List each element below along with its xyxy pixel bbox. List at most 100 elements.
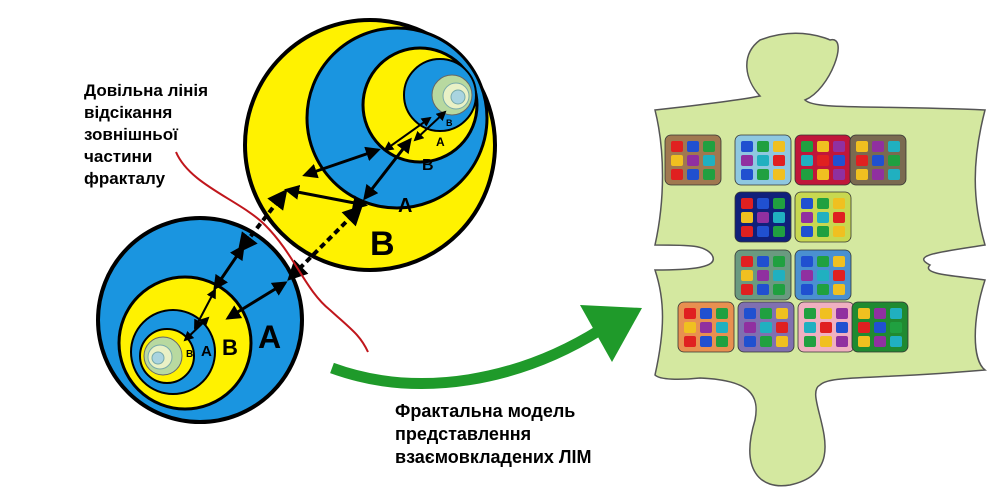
puzzle-subpiece xyxy=(744,336,756,347)
puzzle-subpiece xyxy=(741,284,753,295)
puzzle-subpiece xyxy=(716,336,728,347)
puzzle-subpiece xyxy=(776,308,788,319)
puzzle-subpiece xyxy=(874,336,886,347)
puzzle-subpiece xyxy=(833,155,845,166)
caption-line: взаємовкладених ЛІМ xyxy=(395,447,592,467)
green-arrow xyxy=(330,305,642,389)
puzzle-subpiece xyxy=(741,256,753,267)
puzzle-subpiece xyxy=(836,322,848,333)
puzzle-subpiece xyxy=(820,308,832,319)
puzzle-subpiece xyxy=(687,155,699,166)
puzzle-subpiece xyxy=(858,322,870,333)
puzzle-subpiece xyxy=(817,284,829,295)
puzzle-subpiece xyxy=(773,141,785,152)
caption-line: Фрактальна модель xyxy=(395,401,576,421)
caption-line: представлення xyxy=(395,424,532,444)
puzzle-model xyxy=(653,32,987,487)
puzzle-subpiece xyxy=(741,226,753,237)
puzzle-subpiece xyxy=(671,169,683,180)
label-b-small: B xyxy=(422,157,434,174)
puzzle-subpiece xyxy=(858,308,870,319)
swirl-icon xyxy=(431,74,473,116)
label-b-mid: B xyxy=(222,335,238,360)
puzzle-subpiece xyxy=(684,336,696,347)
caption-line: відсікання xyxy=(84,103,173,122)
puzzle-subpiece xyxy=(684,322,696,333)
puzzle-subpiece xyxy=(836,336,848,347)
puzzle-subpiece xyxy=(757,284,769,295)
puzzle-subpiece xyxy=(856,169,868,180)
puzzle-subpiece xyxy=(741,198,753,209)
puzzle-subpiece xyxy=(744,308,756,319)
puzzle-subpiece xyxy=(700,308,712,319)
cutoff-line-caption: Довільна лінія відсікання зовнішньої частин… xyxy=(84,80,208,190)
puzzle-subpiece xyxy=(741,212,753,223)
caption-line: Довільна лінія xyxy=(84,81,209,100)
puzzle-subpiece xyxy=(773,256,785,267)
puzzle-subpiece xyxy=(817,256,829,267)
lower-fractal: A B A B xyxy=(96,216,304,424)
puzzle-subpiece xyxy=(684,308,696,319)
puzzle-subpiece xyxy=(700,336,712,347)
puzzle-subpiece xyxy=(820,336,832,347)
puzzle-subpiece xyxy=(741,169,753,180)
puzzle-subpiece xyxy=(671,141,683,152)
puzzle-subpiece xyxy=(833,141,845,152)
puzzle-subpiece xyxy=(890,322,902,333)
puzzle-subpiece xyxy=(801,226,813,237)
puzzle-subpiece xyxy=(804,308,816,319)
puzzle-subpiece xyxy=(687,169,699,180)
puzzle-subpiece xyxy=(801,141,813,152)
puzzle-subpiece xyxy=(804,322,816,333)
swirl-icon xyxy=(143,336,183,376)
puzzle-subpiece xyxy=(801,284,813,295)
puzzle-subpiece xyxy=(874,308,886,319)
upper-fractal: B A B A B xyxy=(243,18,497,272)
puzzle-subpiece xyxy=(888,141,900,152)
puzzle-subpiece xyxy=(833,256,845,267)
puzzle-subpiece xyxy=(757,198,769,209)
puzzle-subpiece xyxy=(716,322,728,333)
puzzle-subpiece xyxy=(856,155,868,166)
puzzle-subpiece xyxy=(776,336,788,347)
puzzle-subpiece xyxy=(760,322,772,333)
puzzle-subpiece xyxy=(760,308,772,319)
puzzle-subpiece xyxy=(804,336,816,347)
label-a-big: A xyxy=(258,319,281,355)
puzzle-subpiece xyxy=(757,212,769,223)
puzzle-subpiece xyxy=(817,226,829,237)
puzzle-subpiece xyxy=(773,169,785,180)
puzzle-subpiece xyxy=(757,155,769,166)
puzzle-subpiece xyxy=(836,308,848,319)
puzzle-subpiece xyxy=(703,155,715,166)
puzzle-subpiece xyxy=(773,155,785,166)
label-b-tiny: B xyxy=(446,118,453,128)
puzzle-subpiece xyxy=(817,198,829,209)
caption-line: зовнішньої xyxy=(84,125,178,144)
puzzle-subpiece xyxy=(888,169,900,180)
puzzle-subpiece xyxy=(817,155,829,166)
puzzle-subpiece xyxy=(874,322,886,333)
puzzle-subpiece xyxy=(757,270,769,281)
puzzle-subpiece xyxy=(858,336,870,347)
puzzle-subpiece xyxy=(703,141,715,152)
puzzle-subpiece xyxy=(833,169,845,180)
puzzle-subpiece xyxy=(833,284,845,295)
puzzle-subpiece xyxy=(776,322,788,333)
puzzle-subpiece xyxy=(757,169,769,180)
puzzle-subpiece xyxy=(833,212,845,223)
puzzle-subpiece xyxy=(744,322,756,333)
puzzle-subpiece xyxy=(890,308,902,319)
puzzle-subpiece xyxy=(687,141,699,152)
puzzle-subpiece xyxy=(703,169,715,180)
puzzle-subpiece xyxy=(890,336,902,347)
puzzle-subpiece xyxy=(856,141,868,152)
puzzle-subpiece xyxy=(817,212,829,223)
puzzle-subpiece xyxy=(757,226,769,237)
caption-line: частини xyxy=(84,147,153,166)
puzzle-subpiece xyxy=(801,270,813,281)
cutoff-line xyxy=(175,151,369,353)
puzzle-subpiece xyxy=(833,270,845,281)
puzzle-subpiece xyxy=(757,256,769,267)
